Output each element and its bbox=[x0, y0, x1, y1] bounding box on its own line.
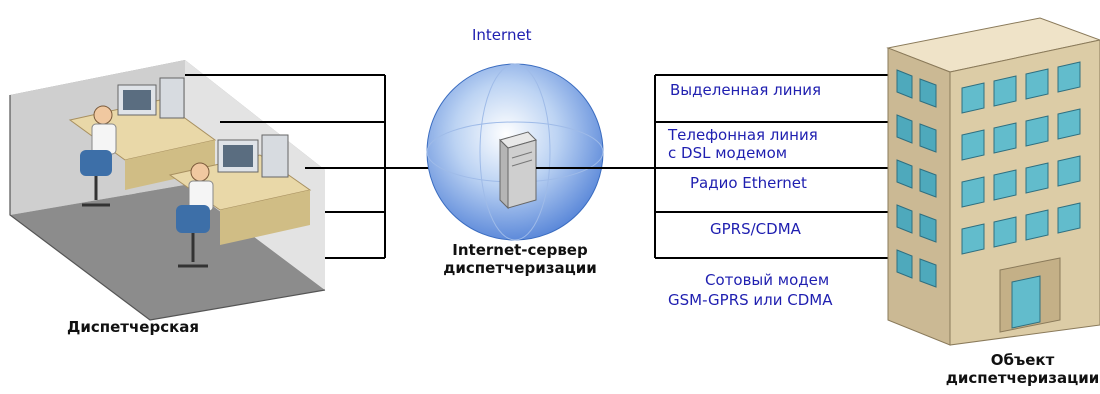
monitor-2-screen bbox=[223, 145, 253, 167]
operator-1-body bbox=[91, 123, 117, 155]
channel-cellular-line2: GSM-GPRS или CDMA bbox=[668, 291, 833, 309]
right-connections bbox=[536, 74, 895, 259]
monitor-1-screen bbox=[123, 90, 151, 110]
channel-dsl-line2: с DSL модемом bbox=[668, 144, 788, 162]
channel-leased-line: Выделенная линия bbox=[670, 81, 822, 99]
computer-2 bbox=[261, 134, 289, 178]
operator-1-head bbox=[93, 105, 113, 125]
dispatch-room-label: Диспетчерская bbox=[67, 318, 200, 336]
operator-2-head bbox=[190, 162, 210, 182]
channel-radio-ethernet: Радио Ethernet bbox=[690, 174, 807, 192]
object-label-line1: Объект bbox=[990, 351, 1055, 369]
channel-cellular-line1: Сотовый модем bbox=[705, 271, 830, 289]
desk-2-front bbox=[220, 190, 310, 245]
room-floor-plate bbox=[10, 185, 325, 320]
internet-label: Internet bbox=[472, 26, 532, 44]
object-label-line2: диспетчеризации bbox=[945, 369, 1100, 387]
channel-gprs-cdma: GPRS/CDMA bbox=[710, 220, 801, 238]
dispatch-room-illustration bbox=[9, 60, 326, 321]
server-label-line1: Internet-сервер bbox=[452, 241, 588, 259]
building-illustration bbox=[886, 17, 1100, 346]
chair-2 bbox=[176, 205, 210, 233]
left-connections bbox=[185, 74, 440, 259]
server-label-line2: диспетчеризации bbox=[443, 259, 597, 277]
computer-1 bbox=[159, 77, 185, 119]
server-icon bbox=[499, 131, 537, 210]
channel-dsl-line1: Телефонная линия bbox=[668, 126, 818, 144]
chair-1 bbox=[80, 150, 112, 176]
desk-1-front bbox=[125, 140, 215, 190]
